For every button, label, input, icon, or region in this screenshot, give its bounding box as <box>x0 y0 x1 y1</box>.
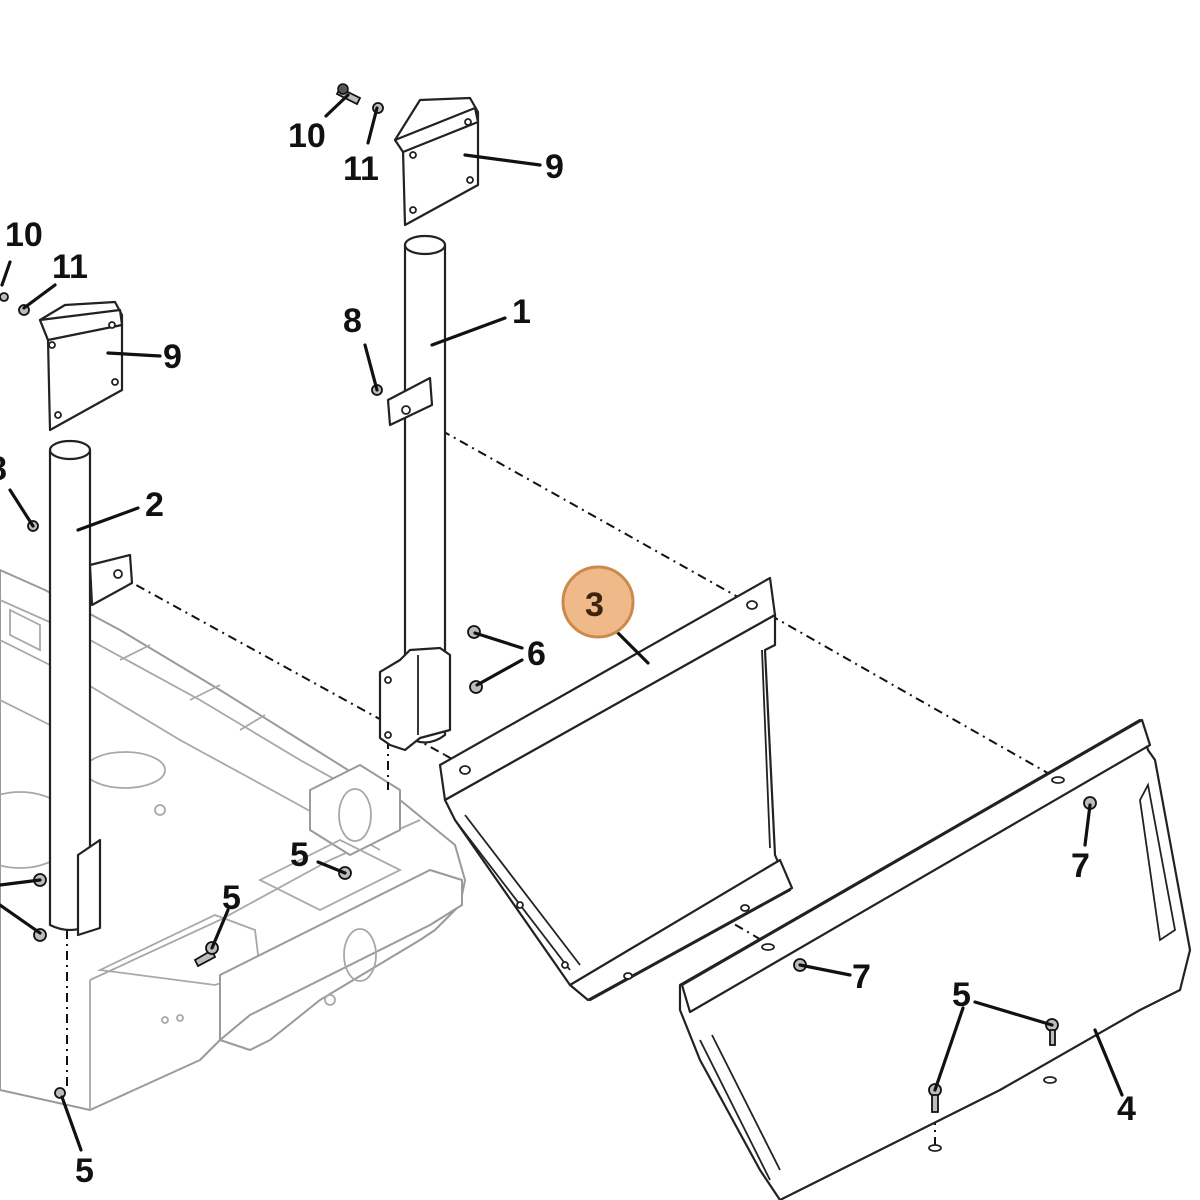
callout-4: 4 <box>1117 1090 1136 1128</box>
callout-5-bottom-right: 5 <box>952 976 971 1014</box>
callout-8-left: 8 <box>0 450 7 488</box>
hardware-fasteners <box>0 83 1097 1113</box>
top-bracket-right-part-9 <box>393 96 480 227</box>
callout-9-right: 9 <box>545 148 564 186</box>
callout-5-center: 5 <box>290 836 309 874</box>
callout-10-left: 10 <box>5 216 43 254</box>
callout-11-left: 11 <box>52 248 88 286</box>
lower-shroud-part-4 <box>678 718 1192 1200</box>
callout-9-left: 9 <box>163 338 182 376</box>
upper-bracket-part-3 <box>438 576 794 1002</box>
top-bracket-left-part-9 <box>38 300 124 432</box>
callout-1: 1 <box>512 293 531 331</box>
callout-5-left-mid: 5 <box>222 879 241 917</box>
callout-6: 6 <box>527 635 546 673</box>
callout-10-right: 10 <box>288 117 326 155</box>
callout-3-highlighted[interactable]: 3 <box>585 586 604 624</box>
highlight-marker[interactable] <box>561 565 635 639</box>
callout-11-right: 11 <box>343 150 379 188</box>
left-tube-part-2 <box>48 439 134 937</box>
callout-8-right: 8 <box>343 302 362 340</box>
callout-5-bottom-left: 5 <box>75 1152 94 1190</box>
callout-2: 2 <box>145 486 164 524</box>
callout-7-center: 7 <box>852 958 871 996</box>
callout-leader-lines <box>0 93 1124 1152</box>
callout-labels: 10 11 9 10 11 9 8 1 8 2 6 5 5 5 7 7 5 4 … <box>0 117 1136 1190</box>
right-tube-part-1 <box>378 234 452 752</box>
callout-7-right: 7 <box>1071 847 1090 885</box>
mower-frame-ghost <box>0 569 466 1111</box>
